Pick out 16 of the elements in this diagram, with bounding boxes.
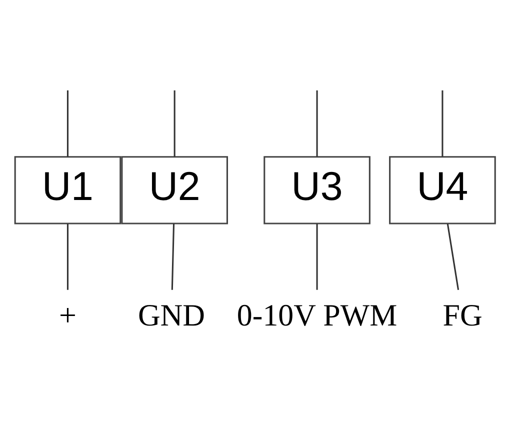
node-text: GND xyxy=(138,298,206,333)
node-box: U3 xyxy=(264,156,370,224)
node-box: U2 xyxy=(121,156,228,224)
connector xyxy=(66,224,68,290)
connector xyxy=(174,90,176,157)
connector xyxy=(66,90,68,157)
node-box: U1 xyxy=(14,156,122,224)
connector xyxy=(442,90,444,157)
connector xyxy=(316,224,318,290)
node-box: U4 xyxy=(389,156,496,224)
connector xyxy=(446,224,460,290)
node-text: + xyxy=(58,298,76,333)
node-text: 0-10V PWM xyxy=(236,298,398,333)
connector xyxy=(171,224,175,290)
connector xyxy=(316,90,318,157)
node-text: FG xyxy=(442,298,482,333)
